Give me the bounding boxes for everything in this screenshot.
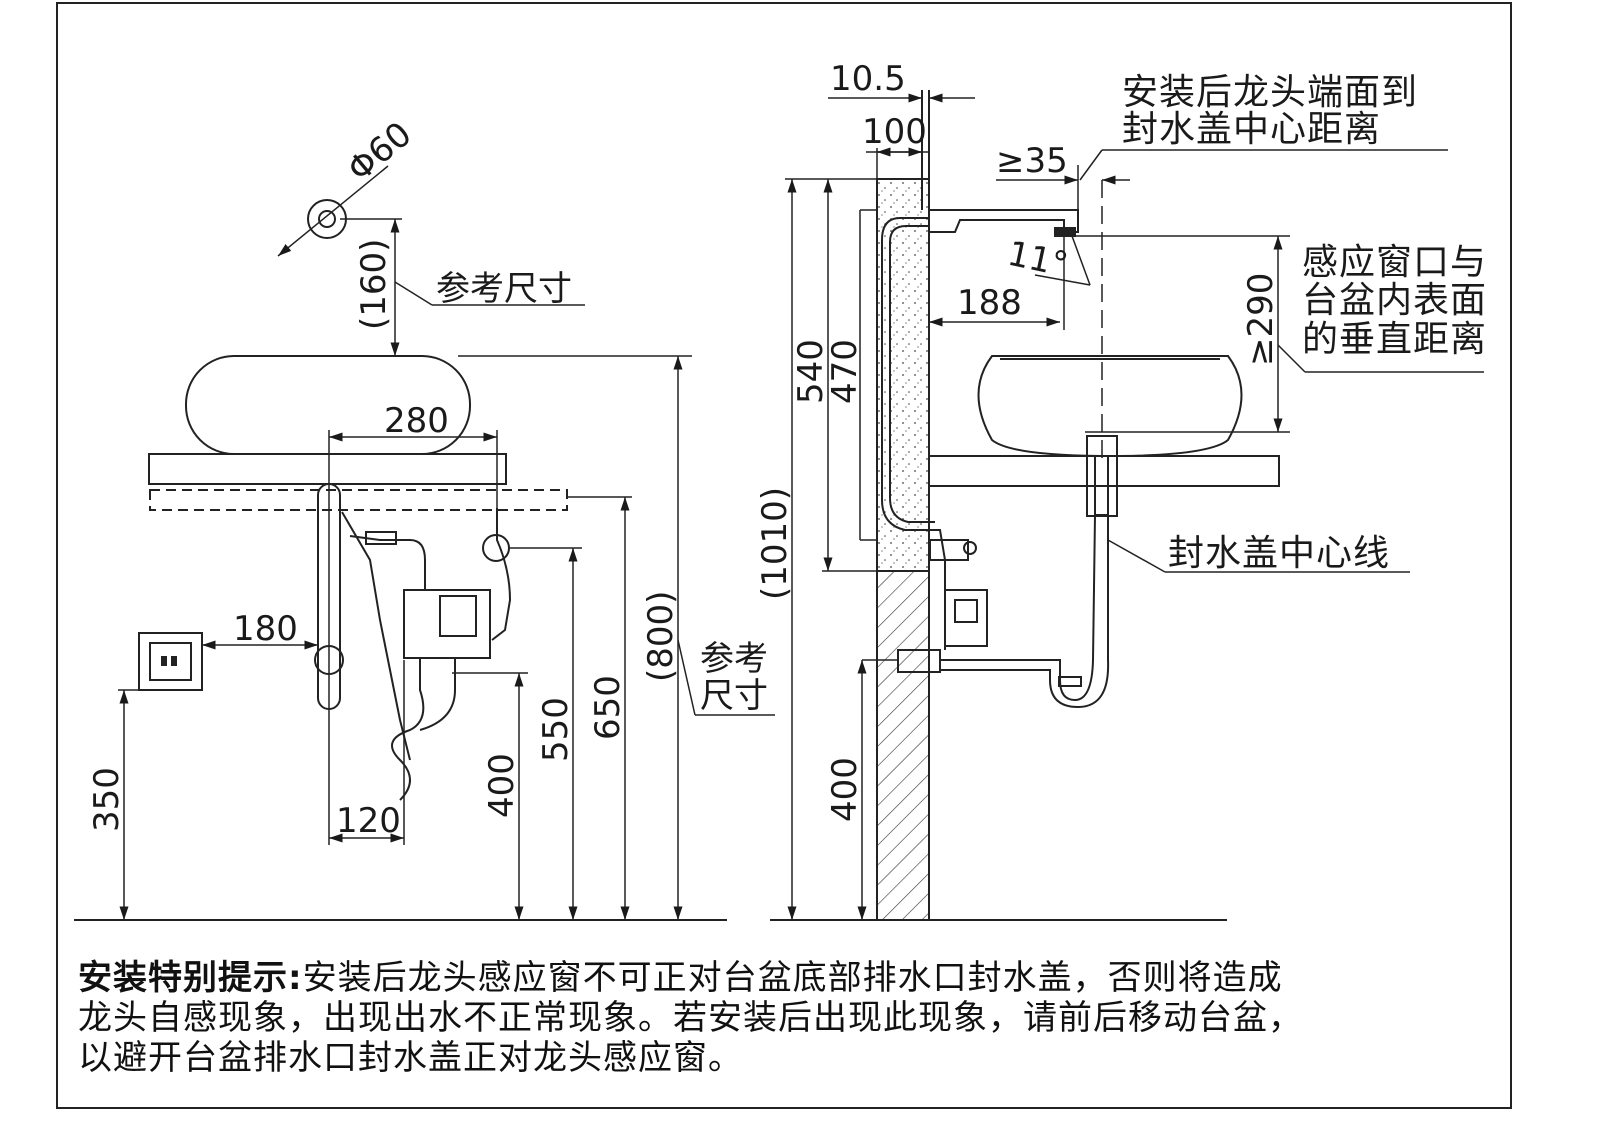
dim-160: (160) xyxy=(354,239,394,330)
ref-label-line1: 参考 xyxy=(700,639,768,679)
left-dimension-lines xyxy=(118,165,775,920)
dim-188: 188 xyxy=(957,283,1022,323)
faucet-spout xyxy=(929,209,1079,233)
right-dimension-lines xyxy=(785,93,1484,920)
drain-trap xyxy=(940,456,1110,709)
drain-center-label: 封水盖中心线 xyxy=(1168,533,1390,574)
power-cable xyxy=(391,658,425,801)
faucet-top-inner xyxy=(318,210,336,228)
trap-nut xyxy=(1058,676,1082,687)
internal-pipe xyxy=(881,217,946,650)
dim-540: 540 xyxy=(791,339,831,404)
ref-label-line2: 尺寸 xyxy=(700,676,768,716)
drain-body xyxy=(1086,435,1118,517)
wall-structure xyxy=(876,570,930,921)
faucet-distance-line2: 封水盖中心距离 xyxy=(1122,109,1381,150)
dim-100: 100 xyxy=(862,112,927,152)
note-line-3: 以避开台盆排水口封水盖正对龙头感应窗。 xyxy=(78,1038,743,1078)
dim-800: (800) xyxy=(641,591,681,682)
dim-10-5: 10.5 xyxy=(830,59,906,99)
note-line-2: 龙头自感现象，出现出水不正常现象。若安装后出现此现象，请前后移动台盆， xyxy=(78,998,1303,1038)
wall-socket xyxy=(138,632,203,691)
right-control-box xyxy=(944,589,988,647)
dim-650: 650 xyxy=(588,675,628,740)
faucet-distance-line1: 安装后龙头端面到 xyxy=(1122,72,1418,113)
connector-plug xyxy=(365,531,397,545)
note-text-1: 安装后龙头感应窗不可正对台盆底部排水口封水盖，否则将造成 xyxy=(302,958,1283,998)
connector-cable xyxy=(349,535,426,590)
countertop xyxy=(148,453,507,485)
outlet-hose xyxy=(419,658,456,731)
control-box xyxy=(403,589,491,659)
dim-35: ≥35 xyxy=(996,141,1068,181)
dim-550: 550 xyxy=(536,697,576,762)
dim-470: 470 xyxy=(825,339,865,404)
faucet-sensor xyxy=(1054,227,1076,237)
dim-280: 280 xyxy=(384,401,449,441)
supply-hose xyxy=(491,508,512,641)
note-heading: 安装特别提示: xyxy=(78,958,303,998)
socket-pin-right xyxy=(171,656,177,666)
dim-11deg: 11° xyxy=(1004,234,1071,286)
dim-phi60: Φ60 xyxy=(340,114,419,190)
drawing-border xyxy=(56,2,1512,1109)
sensor-distance-line3: 的垂直距离 xyxy=(1302,319,1487,360)
dim-350: 350 xyxy=(87,767,127,832)
dim-290: ≥290 xyxy=(1241,273,1281,366)
control-box-inner xyxy=(439,595,477,637)
ref-size-label: 参考尺寸 xyxy=(436,269,572,309)
counter-dashed-slab xyxy=(149,489,568,511)
wall-socket-inner xyxy=(149,642,192,681)
dim-180: 180 xyxy=(233,609,298,649)
wall-valve xyxy=(929,539,969,561)
dim-1010: (1010) xyxy=(755,487,795,600)
sensor-distance-line1: 感应窗口与 xyxy=(1302,242,1487,283)
valve xyxy=(482,534,510,562)
sensor-cable xyxy=(341,511,411,761)
dim-120: 120 xyxy=(336,801,401,841)
left-view xyxy=(74,199,727,921)
drain-stub xyxy=(897,649,941,673)
socket-pin-left xyxy=(161,656,167,666)
note-line-1: 安装特别提示:安装后龙头感应窗不可正对台盆底部排水口封水盖，否则将造成 xyxy=(78,958,1518,998)
right-vessel-basin xyxy=(977,355,1243,457)
sensor-distance-line2: 台盆内表面 xyxy=(1302,280,1487,321)
installation-note: 安装特别提示:安装后龙头感应窗不可正对台盆底部排水口封水盖，否则将造成 龙头自感… xyxy=(78,958,1518,1078)
dim-400-right: 400 xyxy=(825,757,865,822)
right-view xyxy=(770,90,1280,921)
dim-400-left: 400 xyxy=(482,753,522,818)
wall-finish xyxy=(876,178,930,572)
right-countertop xyxy=(928,455,1280,487)
